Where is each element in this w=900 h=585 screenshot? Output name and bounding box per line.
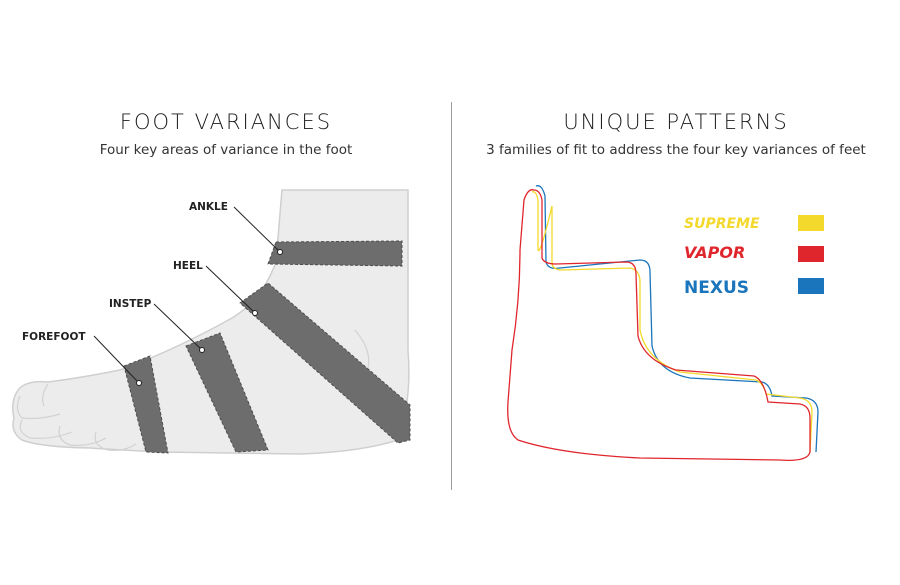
vapor-outline (507, 189, 811, 461)
foot-shape (11, 189, 410, 455)
forefoot-band (123, 355, 169, 454)
heel-band (239, 282, 411, 444)
legend-supreme-swatch (798, 215, 824, 231)
leader-lines (93, 206, 281, 384)
panel-divider (451, 102, 452, 490)
foot-variances-subtitle: Four key areas of variance in the foot (99, 142, 353, 158)
ankle-band (267, 240, 403, 267)
unique-patterns-subtitle: 3 families of fit to address the four ke… (486, 142, 866, 158)
legend-vapor-swatch (798, 246, 824, 262)
fit-outlines (507, 185, 819, 461)
nexus-outline (535, 185, 819, 453)
variance-bands (123, 240, 411, 454)
instep-band (185, 332, 269, 453)
legend-nexus-label: NEXUS (684, 278, 749, 298)
unique-patterns-title: UNIQUE PATTERNS (563, 110, 789, 134)
foot-variances-panel: FOOT VARIANCES Four key areas of varianc… (99, 110, 353, 158)
label-ankle: ANKLE (189, 201, 228, 213)
foot-variances-title: FOOT VARIANCES (119, 110, 333, 134)
legend-supreme-label: SUPREME (684, 216, 760, 232)
unique-patterns-panel: UNIQUE PATTERNS 3 families of fit to add… (452, 0, 900, 585)
label-heel: HEEL (173, 260, 203, 272)
legend-vapor-label: VAPOR (684, 243, 745, 262)
leader-dots (136, 249, 283, 386)
brand-legend: SUPREME VAPOR NEXUS (684, 215, 824, 298)
label-instep: INSTEP (109, 298, 152, 310)
label-forefoot: FOREFOOT (22, 331, 86, 343)
legend-nexus-swatch (798, 278, 824, 294)
supreme-outline (531, 191, 813, 453)
